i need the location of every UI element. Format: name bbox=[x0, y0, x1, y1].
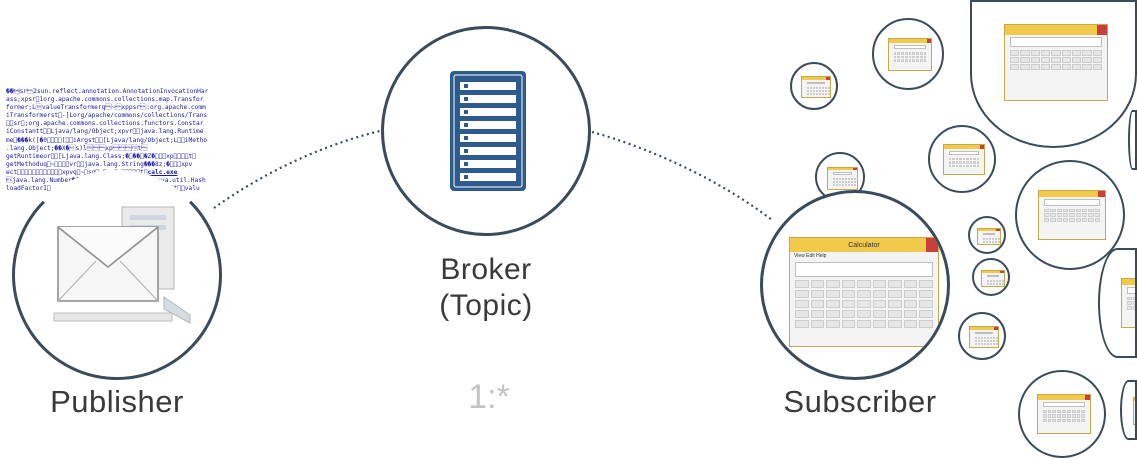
calculator-window-icon bbox=[981, 269, 1005, 287]
calculator-window-icon bbox=[1120, 277, 1135, 329]
calculator-window-icon bbox=[1037, 189, 1107, 241]
subscriber-main-circle: Calculator View Edit Help bbox=[760, 190, 950, 380]
subscriber-bubble bbox=[970, 0, 1137, 148]
payload-line: former;LvalueTransformerq ~ xppsr :org.… bbox=[6, 104, 206, 112]
subscriber-bubble bbox=[972, 258, 1010, 296]
subscriber-bubble bbox=[872, 18, 944, 90]
publisher-broker-link bbox=[213, 128, 385, 209]
subscriber-bubble bbox=[1128, 110, 1137, 170]
calculator-window-icon bbox=[969, 326, 999, 349]
payload-line: iConstantt Ljava/lang/Object;xpvr java… bbox=[6, 128, 204, 136]
broker-circle bbox=[381, 26, 591, 236]
payload-line:   sr ;org.apache.commons.collections.fun… bbox=[6, 120, 204, 128]
server-rack-icon bbox=[450, 71, 526, 191]
payload-line: ��sr 2sun.reflect.annotation.Annotation… bbox=[6, 88, 209, 95]
subscriber-label: Subscriber bbox=[783, 384, 937, 419]
calculator-window-icon bbox=[1036, 394, 1092, 435]
payload-line: .lang.Object;��X� s)l  xp   t  bbox=[6, 144, 148, 152]
subscriber-bubble bbox=[1018, 370, 1106, 458]
publisher-label: Publisher bbox=[50, 384, 184, 419]
subscriber-bubble bbox=[1120, 380, 1137, 440]
payload-line: ect            xpvq ~ sq ~ uq ~     t ca… bbox=[6, 168, 178, 176]
calculator-window-icon bbox=[1133, 397, 1135, 425]
broker-label: Broker (Topic) bbox=[380, 252, 592, 324]
payload-line: me ���k([�0   [  iArgst [Ljava/lang/Ob… bbox=[6, 136, 208, 144]
subscriber-bubble bbox=[928, 125, 996, 193]
calculator-menu: View Edit Help bbox=[794, 253, 827, 260]
broker-label-line1: Broker bbox=[440, 253, 532, 286]
payload-line: getRuntimeur [Ljava.lang.Class;����Z�… bbox=[6, 152, 196, 160]
broker-label-line2: (Topic) bbox=[439, 289, 533, 322]
subscriber-bubble bbox=[1015, 160, 1125, 270]
broker-subscriber-link bbox=[591, 130, 773, 221]
subscriber-bubble bbox=[958, 312, 1006, 360]
calculator-window-icon bbox=[977, 227, 1001, 245]
calculator-window-icon bbox=[801, 76, 831, 99]
calculator-window-icon bbox=[887, 38, 933, 72]
calculator-keypad bbox=[795, 280, 933, 329]
cardinality-label: 1:* bbox=[468, 378, 510, 416]
calculator-window-icon bbox=[826, 166, 858, 190]
payload-line: iTransformerst -[Lorg/apache/commons/col… bbox=[6, 112, 208, 120]
calculator-window-icon: Calculator View Edit Help bbox=[789, 237, 939, 347]
payload-highlight: calc.exe bbox=[147, 168, 178, 176]
calculator-window-icon bbox=[942, 144, 986, 176]
subscriber-bubble bbox=[790, 62, 838, 110]
calculator-window-icon bbox=[1003, 24, 1109, 102]
payload-line: getMethoduq ~    vr java.lang.String���… bbox=[6, 160, 193, 168]
calculator-title: Calculator bbox=[848, 241, 880, 249]
payload-line: ass;xpsr 1org.apache.commons.collections… bbox=[6, 96, 204, 104]
subscriber-bubble bbox=[1098, 248, 1137, 358]
calculator-display bbox=[795, 262, 933, 278]
envelope-icon bbox=[44, 205, 194, 335]
subscriber-bubble bbox=[968, 216, 1006, 254]
